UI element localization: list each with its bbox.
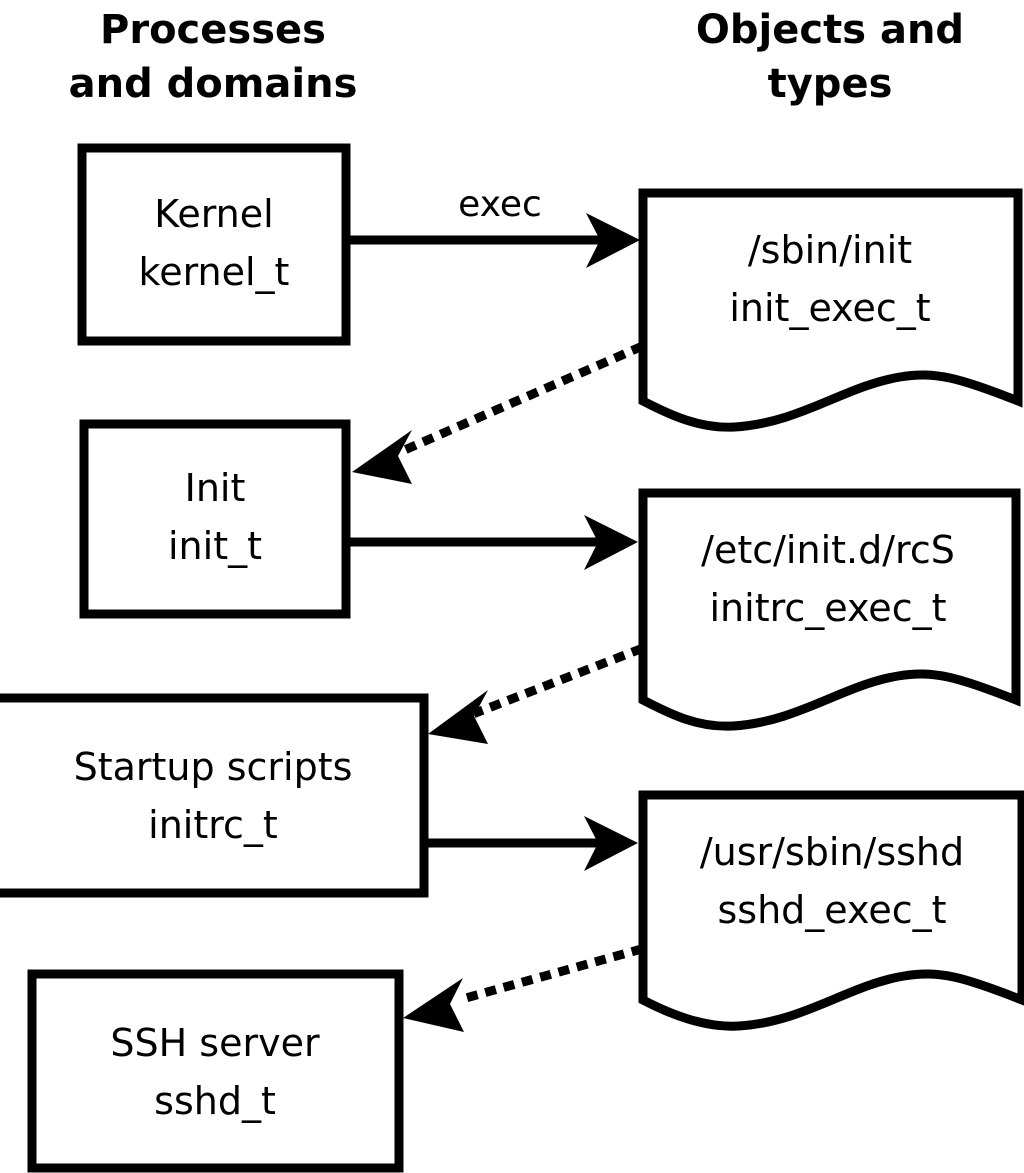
column-header-objects: Objects and types xyxy=(696,7,964,107)
object-node-etc-initd-rcs[interactable]: /etc/init.d/rcS initrc_exec_t xyxy=(638,488,1021,731)
object-node-sbin-init-line1: /sbin/init xyxy=(748,228,912,272)
edge-initrc-to-sshd-exec xyxy=(428,816,638,871)
process-node-ssh-server-box[interactable] xyxy=(27,969,404,1173)
process-node-init-box[interactable] xyxy=(79,419,351,619)
header-left-line2: and domains xyxy=(69,61,358,107)
arrow-head-kernel-exec xyxy=(586,213,640,268)
process-node-kernel-box[interactable] xyxy=(77,143,351,346)
arrow-head-init-initrc-exec xyxy=(584,515,638,570)
header-right-line1: Objects and xyxy=(696,7,964,53)
arrow-head-initrc-sshd-exec xyxy=(584,816,638,871)
object-node-usr-sbin-sshd-line1: /usr/sbin/sshd xyxy=(700,830,964,874)
edge-line-initrc-exec-initrc xyxy=(472,644,644,718)
process-node-ssh-server[interactable]: SSH server sshd_t xyxy=(27,969,404,1173)
process-node-init[interactable]: Init init_t xyxy=(79,419,351,619)
process-node-ssh-server-line1: SSH server xyxy=(110,1021,320,1065)
edge-sshd-exec-to-sshd xyxy=(403,944,644,1032)
arrow-head-sshd-exec-sshd xyxy=(403,978,464,1032)
process-node-init-line2: init_t xyxy=(168,524,262,568)
object-node-usr-sbin-sshd-line2: sshd_exec_t xyxy=(717,888,946,932)
object-node-sbin-init-doc[interactable] xyxy=(638,188,1023,432)
edge-kernel-to-init-exec: exec xyxy=(350,184,640,268)
process-node-ssh-server-line2: sshd_t xyxy=(154,1079,276,1123)
object-node-sbin-init[interactable]: /sbin/init init_exec_t xyxy=(638,188,1023,432)
object-node-etc-initd-rcs-line1: /etc/init.d/rcS xyxy=(701,528,955,572)
arrow-head-init-exec-init xyxy=(352,430,412,484)
process-node-init-line1: Init xyxy=(185,466,246,510)
column-header-processes: Processes and domains xyxy=(69,7,358,107)
edge-initrc-exec-to-initrc xyxy=(428,644,644,744)
object-node-usr-sbin-sshd[interactable]: /usr/sbin/sshd sshd_exec_t xyxy=(638,790,1024,1031)
edge-line-sshd-exec-sshd xyxy=(449,944,644,1007)
object-node-etc-initd-rcs-doc[interactable] xyxy=(638,488,1021,731)
object-node-sbin-init-line2: init_exec_t xyxy=(729,286,930,330)
process-node-startup-scripts-box[interactable] xyxy=(0,693,429,898)
edge-init-to-initrc-exec xyxy=(350,515,638,570)
header-right-line2: types xyxy=(768,61,893,107)
arrow-head-initrc-exec-initrc xyxy=(428,690,488,744)
process-node-startup-scripts-line1: Startup scripts xyxy=(74,745,353,789)
edge-init-exec-to-init xyxy=(352,342,644,484)
process-node-kernel[interactable]: Kernel kernel_t xyxy=(77,143,351,346)
header-left-line1: Processes xyxy=(100,7,326,53)
object-node-etc-initd-rcs-line2: initrc_exec_t xyxy=(710,586,947,630)
process-node-startup-scripts-line2: initrc_t xyxy=(148,803,278,847)
edge-label-exec: exec xyxy=(458,184,542,225)
process-node-startup-scripts[interactable]: Startup scripts initrc_t xyxy=(0,693,429,898)
process-node-kernel-line2: kernel_t xyxy=(139,250,290,294)
object-node-usr-sbin-sshd-doc[interactable] xyxy=(638,790,1024,1031)
edge-line-init-exec-init xyxy=(394,342,644,458)
process-node-kernel-line1: Kernel xyxy=(154,192,273,236)
